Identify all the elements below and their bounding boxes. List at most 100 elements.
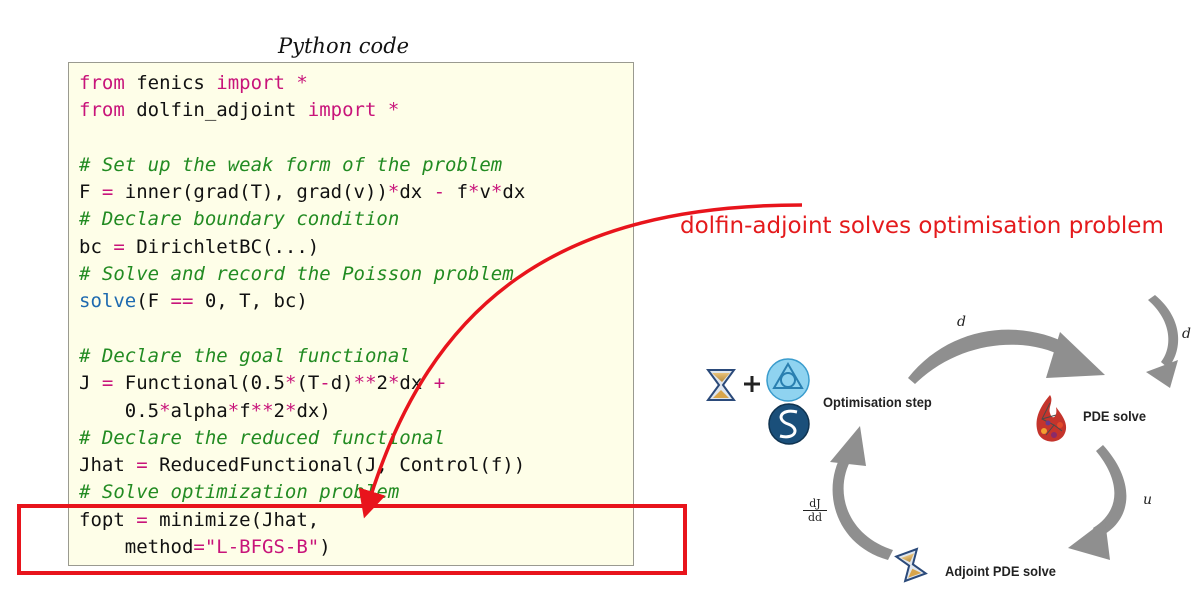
scipy-logo-icon — [768, 403, 810, 445]
code-token-plain: bc — [79, 235, 114, 258]
code-lines: from fenics import *from dolfin_adjoint … — [79, 70, 525, 561]
hourglass-icon — [706, 369, 736, 401]
code-token-keyword: from — [79, 99, 125, 122]
code-line: from fenics import * — [79, 70, 525, 97]
annotation-arrow — [358, 203, 803, 519]
code-line: # Solve and record the Poisson problem — [79, 261, 525, 288]
code-token-operator: = — [136, 454, 148, 477]
code-token-comment: # Declare the reduced functional — [79, 426, 446, 449]
code-token-operator: + — [433, 372, 446, 395]
fraction-numerator: dJ — [809, 497, 821, 510]
code-token-plain: dx) — [296, 399, 331, 422]
fenics-logo-icon — [766, 358, 810, 402]
code-token-comment: # Declare the goal functional — [79, 344, 411, 367]
code-line: Jhat = ReducedFunctional(J, Control(f)) — [79, 452, 525, 479]
code-token-plain: method — [79, 536, 194, 559]
code-token-operator: - — [433, 181, 446, 204]
code-token-plain: d) — [330, 372, 354, 395]
arrow-optimisation-to-pde — [908, 329, 1105, 384]
code-token-plain: ) — [319, 536, 331, 559]
code-token-operator: * — [468, 181, 480, 204]
code-token-plain: (F — [136, 290, 171, 313]
code-token-keyword: import — [307, 99, 377, 122]
code-token-operator: * — [284, 372, 297, 395]
code-token-keyword: import — [216, 72, 285, 94]
edge-label-optimisation-to-pde: d — [957, 314, 966, 330]
code-token-operator: ** — [353, 372, 377, 395]
code-token-operator: = — [101, 372, 114, 395]
fraction-denominator: dd — [803, 510, 827, 524]
annotation-text: dolfin-adjoint solves optimisation probl… — [680, 213, 1164, 239]
code-token-operator: * — [159, 399, 171, 422]
code-token-plain: inner(grad(T), grad(v)) — [113, 181, 388, 204]
code-line: 0.5*alpha*f**2*dx) — [79, 398, 525, 425]
edge-label-adjoint-to-optimisation: dJ dd — [803, 497, 827, 524]
code-token-plain: fopt — [79, 508, 137, 531]
hourglass-icon — [894, 547, 928, 583]
code-token-operator: * — [387, 181, 400, 204]
code-token-plain: 0.5 — [79, 399, 160, 422]
code-line: bc = DirichletBC(...) — [79, 234, 525, 261]
code-token-operator: * — [387, 372, 400, 395]
code-line: fopt = minimize(Jhat, — [79, 507, 525, 534]
code-token-plain: dx — [502, 181, 526, 204]
code-token-operator: = — [113, 235, 125, 258]
code-token-operator: * — [284, 399, 297, 422]
code-token-operator: = — [136, 508, 148, 531]
code-token-operator: * — [490, 181, 503, 204]
code-token-operator: * — [227, 399, 240, 422]
code-line: method="L-BFGS-B") — [79, 534, 525, 561]
code-token-operator: * — [387, 99, 400, 122]
code-token-plain: Functional(0.5 — [113, 372, 285, 395]
code-token-plain: Jhat — [79, 454, 137, 477]
node-adjoint-pde-solve: Adjoint PDE solve — [945, 563, 1056, 579]
node-optimisation-step: Optimisation step — [823, 394, 932, 410]
code-line: # Declare boundary condition — [79, 206, 525, 233]
code-token-operator: == — [170, 290, 194, 313]
code-line: # Declare the reduced functional — [79, 425, 525, 452]
code-token-plain: ReducedFunctional(J, Control(f)) — [147, 454, 526, 477]
arrow-pde-to-adjoint — [1068, 445, 1127, 560]
code-token-operator: = — [101, 181, 114, 204]
code-line: solve(F == 0, T, bc) — [79, 288, 525, 315]
code-token-plain: 2 — [273, 399, 285, 422]
code-line: # Set up the weak form of the problem — [79, 152, 525, 179]
code-token-plain: F — [79, 181, 102, 204]
code-token-operator: - — [319, 372, 331, 395]
code-token-plain: J — [79, 372, 102, 395]
code-token-operator: = — [193, 536, 205, 559]
code-line: # Declare the goal functional — [79, 343, 525, 370]
code-panel-title: Python code — [278, 34, 410, 58]
code-token-plain: 2 — [376, 372, 388, 395]
highlight-box — [17, 504, 687, 575]
code-token-plain: dx — [399, 181, 434, 204]
code-token-plain: (T — [296, 372, 320, 395]
arrow-pde-self-input — [1146, 295, 1179, 388]
edge-label-pde-self-input: d — [1182, 326, 1191, 342]
flame-mesh-icon — [1036, 395, 1067, 442]
code-token-keyword: from — [79, 72, 125, 94]
plus-icon — [744, 376, 760, 392]
code-token-comment: # Declare boundary condition — [79, 208, 400, 231]
code-line: from dolfin_adjoint import * — [79, 97, 525, 124]
code-token-plain: DirichletBC(...) — [124, 235, 320, 258]
code-token-plain: 0, T, bc) — [193, 290, 308, 313]
code-token-plain: minimize(Jhat, — [147, 508, 320, 531]
code-token-plain: fenics — [124, 72, 217, 94]
arrow-adjoint-to-optimisation — [830, 426, 893, 560]
code-token-plain: f — [445, 181, 469, 204]
code-token-string: "L-BFGS-B" — [204, 536, 320, 559]
code-token-operator: ** — [250, 399, 274, 422]
code-token-plain: v — [479, 181, 491, 204]
code-token-operator: * — [296, 72, 308, 94]
code-token-comment: # Set up the weak form of the problem — [79, 153, 503, 176]
code-panel: from fenics import *from dolfin_adjoint … — [68, 62, 634, 566]
code-token-plain: f — [239, 399, 251, 422]
node-pde-solve: PDE solve — [1083, 408, 1147, 424]
edge-label-pde-to-adjoint: u — [1143, 492, 1153, 508]
code-token-plain: dolfin_adjoint — [124, 99, 308, 122]
code-line: F = inner(grad(T), grad(v))*dx - f*v*dx — [79, 179, 525, 206]
code-token-builtin: solve — [79, 290, 137, 313]
code-token-comment: # Solve and record the Poisson problem — [79, 263, 514, 286]
